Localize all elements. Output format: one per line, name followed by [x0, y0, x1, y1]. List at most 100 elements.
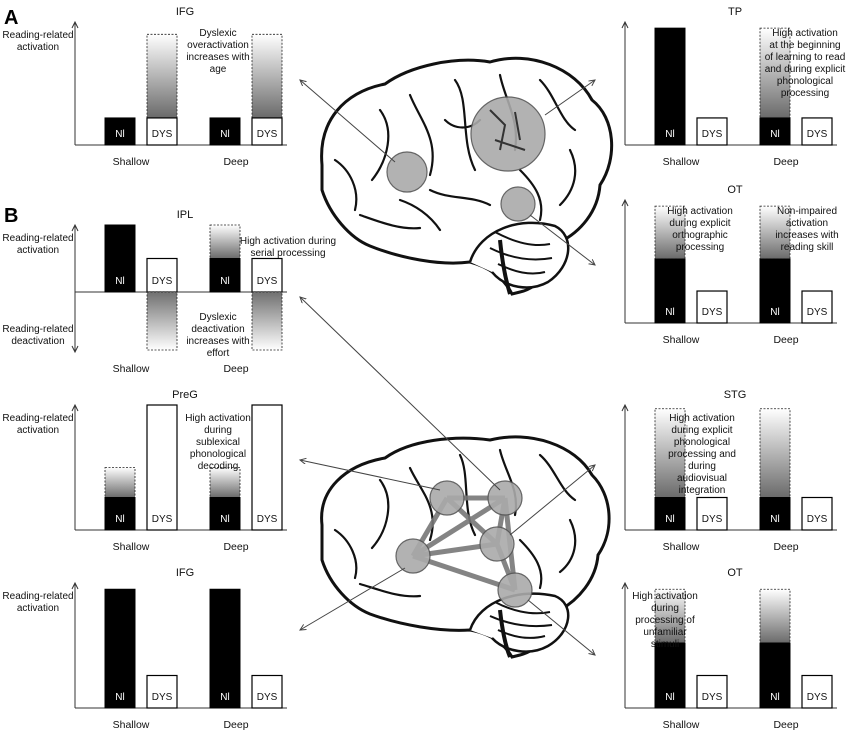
dys-bar — [146, 117, 178, 146]
nl-bar-label: Nl — [115, 514, 124, 525]
nl-bar-shaded-extension — [759, 408, 791, 498]
dys-bar — [801, 674, 833, 709]
leader-arrow-b-ipl — [300, 297, 501, 491]
y-axis-arrow — [621, 20, 629, 29]
dys-bar — [801, 496, 833, 531]
nl-bar-shaded-extension — [759, 27, 791, 119]
leader-arrow-b-preg — [300, 460, 441, 491]
dys-bar — [251, 117, 283, 146]
x-category-label: Deep — [223, 156, 248, 168]
nl-bar-label: Nl — [770, 307, 779, 318]
dys-bar-label: DYS — [702, 692, 723, 703]
leader-arrow-a-ot — [529, 214, 595, 265]
x-category-label: Deep — [223, 719, 248, 730]
dys-bar-label: DYS — [152, 129, 173, 140]
dys-bar — [696, 674, 728, 709]
region-ot-circle — [500, 186, 536, 222]
dys-bar-shaded-extension — [146, 33, 178, 119]
y-axis-arrow — [621, 581, 629, 590]
nl-bar — [209, 497, 241, 531]
nl-bar-label: Nl — [665, 692, 674, 703]
dys-bar — [146, 674, 178, 709]
nl-bar — [104, 497, 136, 531]
dys-bar — [251, 674, 283, 709]
nl-bar-shaded-extension — [654, 205, 686, 260]
network-node-ipl — [487, 480, 523, 516]
x-category-label: Shallow — [113, 156, 150, 168]
leader-arrow-b-ifg — [300, 567, 406, 630]
nl-bar-shaded-extension — [759, 205, 791, 260]
dys-bar — [696, 290, 728, 324]
nl-bar-label: Nl — [665, 514, 674, 525]
dys-bar-label: DYS — [807, 692, 828, 703]
nl-bar — [654, 258, 686, 324]
nl-bar-label: Nl — [665, 307, 674, 318]
nl-bar — [654, 497, 686, 531]
dys-bar — [146, 257, 178, 293]
dys-bar-label: DYS — [257, 514, 278, 525]
nl-bar — [104, 588, 136, 709]
dys-bar-label: DYS — [152, 514, 173, 525]
y-axis-arrow — [621, 403, 629, 412]
nl-bar-shaded-extension — [759, 588, 791, 644]
nl-bar-label: Nl — [220, 276, 229, 287]
x-category-label: Shallow — [663, 719, 700, 730]
dys-bar-label: DYS — [702, 129, 723, 140]
x-category-label: Shallow — [663, 156, 700, 168]
dys-bar — [251, 404, 283, 531]
dys-bar-shaded-extension — [251, 33, 283, 119]
nl-bar-label: Nl — [770, 514, 779, 525]
nl-bar-label: Nl — [115, 129, 124, 140]
dys-bar-label: DYS — [257, 692, 278, 703]
dys-bar — [696, 496, 728, 531]
nl-bar-label: Nl — [665, 129, 674, 140]
panel-title: IFG — [176, 6, 194, 18]
leader-arrow-b-ot — [527, 599, 595, 655]
leader-arrow-a-ifg — [300, 80, 396, 163]
nl-bar — [209, 117, 241, 146]
dys-bar-label: DYS — [257, 276, 278, 287]
network-node-preg — [429, 480, 465, 516]
nl-bar-shaded-extension — [209, 467, 241, 498]
dys-bar-label: DYS — [807, 129, 828, 140]
x-category-label: Shallow — [113, 363, 150, 375]
leader-arrow-b-stg — [509, 465, 595, 536]
x-category-label: Deep — [773, 541, 798, 553]
dys-bar-label: DYS — [702, 514, 723, 525]
nl-bar-shaded-extension — [654, 588, 686, 644]
dys-bar-label: DYS — [152, 276, 173, 287]
nl-bar — [209, 258, 241, 293]
nl-bar — [759, 497, 791, 531]
y-axis-arrow-down — [71, 345, 79, 354]
x-category-label: Deep — [773, 156, 798, 168]
nl-bar — [759, 642, 791, 709]
dys-bar-deactivation — [251, 291, 283, 351]
network-node-ifg — [395, 538, 431, 574]
panel-title: PreG — [172, 389, 198, 401]
panel-title: STG — [724, 389, 747, 401]
nl-bar — [654, 642, 686, 709]
nl-bar-label: Nl — [115, 276, 124, 287]
dys-bar-label: DYS — [257, 129, 278, 140]
y-axis-arrow — [71, 403, 79, 412]
nl-bar — [104, 224, 136, 293]
nl-bar-label: Nl — [220, 514, 229, 525]
x-category-label: Shallow — [113, 719, 150, 730]
nl-bar-label: Nl — [220, 129, 229, 140]
x-category-label: Shallow — [113, 541, 150, 553]
dys-bar-deactivation — [146, 291, 178, 351]
dys-bar-label: DYS — [807, 307, 828, 318]
nl-bar-label: Nl — [770, 129, 779, 140]
